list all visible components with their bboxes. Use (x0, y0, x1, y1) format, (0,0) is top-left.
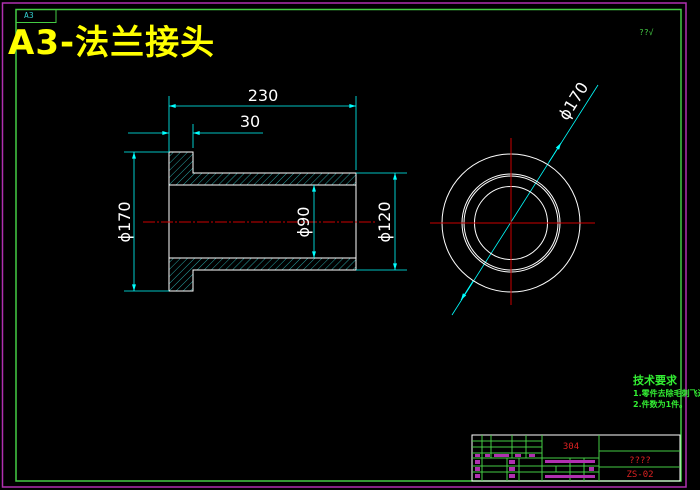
outer-border (1, 2, 687, 488)
tech-req-heading: 技术要求 (633, 374, 677, 387)
inner-border (15, 8, 682, 482)
sheet-size-box (15, 9, 57, 23)
roughness-check-mark: √ (648, 28, 654, 37)
title-block (471, 434, 681, 482)
drawing-number-label: ZS-02 (626, 470, 653, 480)
tech-req-item: 2.件数为1件。 (633, 400, 688, 409)
dim-flange-thickness: 30 (240, 112, 260, 131)
section-view (143, 151, 375, 292)
end-view (430, 138, 595, 305)
dim-overall-length: 230 (248, 86, 279, 105)
hatch-top-body (193, 173, 356, 185)
hatch-bottom-body (193, 258, 356, 270)
dim-flange-diameter: ϕ170 (115, 201, 134, 242)
material-label: 304 (563, 442, 579, 452)
technical-requirements: 技术要求 1.零件去除毛刺飞边。 2.件数为1件。 (633, 374, 700, 410)
dimension-lines (124, 84, 599, 316)
hatch-bottom (169, 258, 193, 291)
dim-end-view-diameter: ϕ170 (554, 79, 592, 124)
roughness-label: ?? (639, 28, 649, 37)
dim-bore-diameter: ϕ90 (294, 207, 313, 238)
dim-body-diameter: ϕ120 (375, 201, 394, 242)
part-name-label: ???? (629, 456, 651, 466)
tech-req-item: 1.零件去除毛刺飞边。 (633, 389, 700, 398)
title-block-labels (475, 454, 595, 478)
hatch-top (169, 152, 193, 185)
sheet-size-label: A3 (24, 11, 34, 20)
surface-roughness-icon: ??√ (639, 28, 653, 38)
drawing-title: A3-法兰接头 (8, 23, 216, 63)
